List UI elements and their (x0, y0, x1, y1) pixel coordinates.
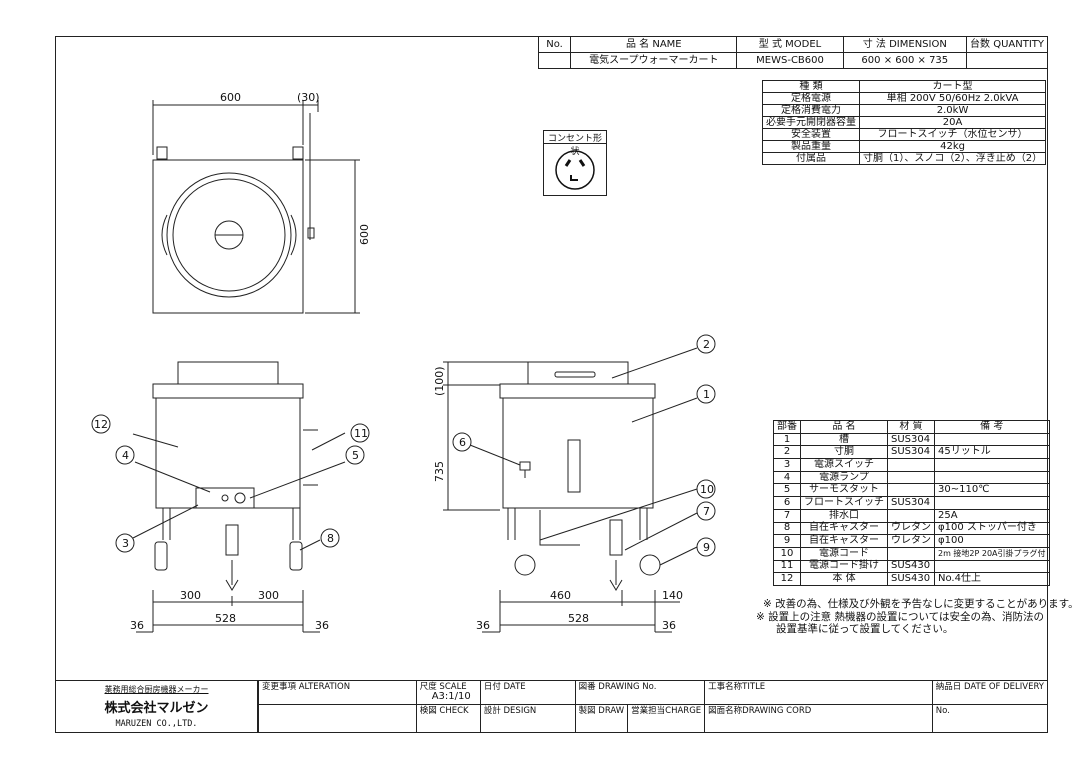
dim-front-l: 300 (180, 589, 201, 602)
spec-row: 種 類カート型 (762, 80, 1047, 93)
dim-front-edge-l: 36 (130, 619, 144, 632)
part-remarks: No.4仕上 (934, 572, 1050, 586)
balloon-1: 1 (703, 388, 710, 401)
dim-side-l: 460 (550, 589, 571, 602)
side-view (443, 347, 698, 633)
balloon-4: 4 (122, 449, 129, 462)
alteration-row (258, 704, 417, 733)
balloon-9: 9 (703, 541, 710, 554)
charge: 営業担当CHARGE (627, 704, 706, 733)
draw: 製図 DRAW (574, 704, 629, 733)
scale-value: A3:1/10 (431, 690, 471, 702)
dim-side-r: 140 (662, 589, 683, 602)
top-view (152, 100, 360, 314)
dim-top-w: 600 (220, 91, 241, 104)
note-2: ※ 設置上の注意 熱機器の設置については安全の為、消防法の (756, 611, 1044, 623)
maker-caption: 業務用総合厨房機器メーカー (104, 685, 209, 694)
val-quantity (966, 52, 1048, 69)
dim-side-edge-r: 36 (662, 619, 676, 632)
balloons (91, 334, 716, 557)
front-view (132, 361, 346, 633)
drawing-cord: 図面名称DRAWING CORD (704, 704, 933, 733)
drawing-no: 図番 DRAWING No. (574, 680, 706, 705)
alteration: 変更事項 ALTERATION (258, 680, 417, 705)
scale-label: 尺度 SCALE (419, 682, 467, 692)
spec-value: 寸胴（1）、スノコ（2）、浮き止め（2） (858, 152, 1047, 165)
balloon-11: 11 (354, 427, 368, 440)
dim-side-h-top: (100) (433, 366, 446, 396)
balloon-2: 2 (703, 338, 710, 351)
labels: 600 (30) 600 300 300 528 36 36 (100) 735… (94, 91, 714, 632)
date: 日付 DATE (479, 680, 576, 705)
title: 工事名称TITLE (704, 680, 933, 705)
delivery-no: No. (931, 704, 1049, 733)
note-1: ※ 改善の為、仕様及び外観を予告なしに変更することがあります。 (763, 598, 1079, 610)
balloon-12: 12 (94, 418, 108, 431)
maker-block: 業務用総合厨房機器メーカー 株式会社マルゼン MARUZEN CO.,LTD. (55, 680, 258, 733)
dim-side-h: 735 (433, 461, 446, 482)
company-en: MARUZEN CO.,LTD. (115, 719, 198, 729)
spec-row: 付属品寸胴（1）、スノコ（2）、浮き止め（2） (762, 152, 1047, 165)
balloon-8: 8 (327, 532, 334, 545)
dim-front-r: 300 (258, 589, 279, 602)
balloon-5: 5 (352, 449, 359, 462)
balloon-3: 3 (122, 537, 129, 550)
balloon-10: 10 (700, 483, 714, 496)
val-dimension: 600 × 600 × 735 (842, 52, 968, 69)
dim-side-total: 528 (568, 612, 589, 625)
dim-top-d: 600 (358, 224, 371, 245)
outlet-shape-icon (555, 150, 595, 190)
val-name: 電気スープウォーマーカート (570, 52, 738, 69)
val-no (537, 52, 572, 69)
outlet-label: コンセント形状 (544, 131, 606, 157)
check: 検図 CHECK (415, 704, 481, 733)
outlet-box: コンセント形状 (543, 130, 607, 196)
design: 設計 DESIGN (479, 704, 576, 733)
balloon-6: 6 (459, 436, 466, 449)
delivery: 納品日 DATE OF DELIVERY (931, 680, 1049, 705)
dim-front-edge-r: 36 (315, 619, 329, 632)
note-3: 設置基準に従って設置してください。 (776, 623, 954, 635)
dim-front-total: 528 (215, 612, 236, 625)
company-logo: 株式会社マルゼン (104, 701, 209, 716)
part-material: SUS430 (887, 572, 935, 586)
dim-top-offset: (30) (297, 91, 320, 104)
balloon-7: 7 (703, 505, 710, 518)
dim-side-edge-l: 36 (476, 619, 490, 632)
